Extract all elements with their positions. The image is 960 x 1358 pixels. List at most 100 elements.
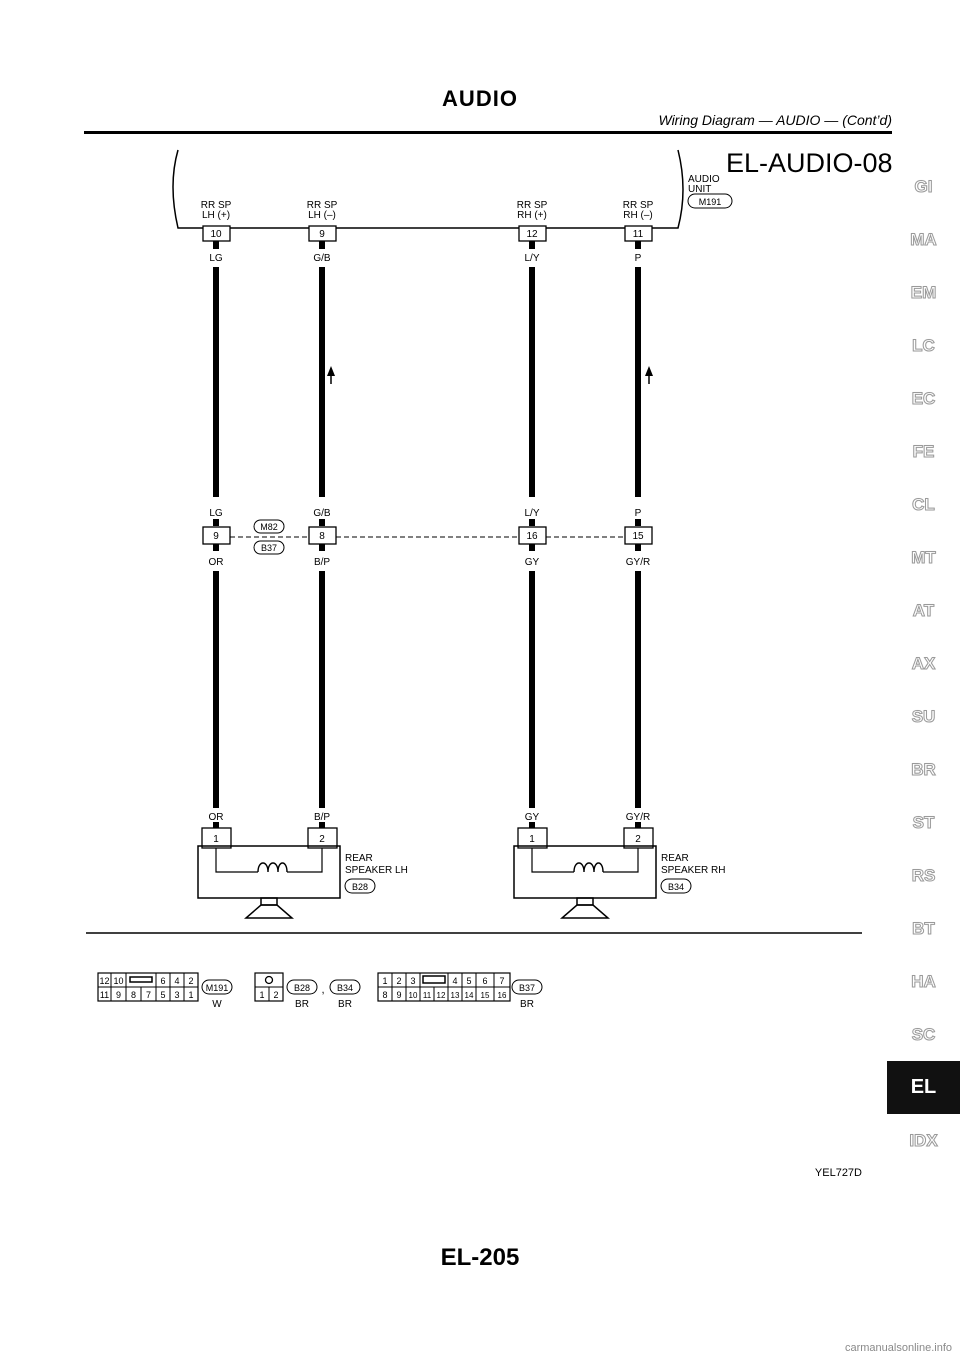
tab-label: CL — [912, 494, 936, 514]
audio-unit-connector: M191 — [699, 197, 722, 207]
terminal-label-rrsp-lh-plus-1: RR SP — [201, 200, 232, 211]
tab-rs[interactable]: RS — [887, 849, 960, 902]
tab-st[interactable]: ST — [887, 796, 960, 849]
tab-ax[interactable]: AX — [887, 637, 960, 690]
rear-speaker-lh: OR B/P 1 2 REAR SPEAKER LH B28 — [197, 812, 408, 919]
cv-b37-color: BR — [520, 999, 534, 1010]
connector-latch-icon — [129, 976, 153, 983]
cv-b37-pin: 7 — [499, 976, 504, 986]
pin-top-12: 12 — [526, 229, 538, 240]
wire-lg — [213, 267, 219, 497]
tab-ec[interactable]: EC — [887, 372, 960, 425]
junction-pin-9: 9 — [213, 531, 219, 542]
speaker-lh-wire-2: B/P — [314, 812, 330, 823]
header-rule — [84, 131, 892, 134]
tab-mt[interactable]: MT — [887, 531, 960, 584]
cv-b37-pin: 14 — [465, 991, 474, 1000]
speaker-coil-icon — [573, 862, 604, 873]
wire-color-top-ly: L/Y — [524, 253, 539, 264]
wire-ly — [529, 267, 535, 497]
tab-label: RS — [911, 865, 936, 885]
cv-m191-pin: 1 — [188, 990, 193, 1000]
junction-wire-out-1: OR — [209, 557, 224, 568]
speaker-lh-wire-1: OR — [209, 812, 224, 823]
wire-color-top-gb: G/B — [313, 253, 331, 264]
connector-latch-icon — [264, 975, 274, 985]
speaker-rh-label-1: REAR — [661, 853, 689, 864]
speaker-rh-connector: B34 — [668, 882, 684, 892]
cv-b37-pin: 10 — [409, 991, 418, 1000]
tab-fe[interactable]: FE — [887, 425, 960, 478]
wire-color-top-p: P — [635, 253, 642, 264]
tab-at[interactable]: AT — [887, 584, 960, 637]
direction-arrow-icon — [645, 366, 653, 376]
cv-b37-pin: 9 — [396, 990, 401, 1000]
tab-label: EC — [911, 388, 936, 408]
terminal-label-rrsp-lh-minus-2: LH (–) — [308, 210, 336, 221]
tab-em[interactable]: EM — [887, 266, 960, 319]
direction-arrow-icon — [327, 366, 335, 376]
section-tabs: GI MA EM LC EC FE CL MT AT AX SU BR ST R… — [887, 160, 960, 1167]
cv-b37-pin: 11 — [423, 991, 432, 1000]
wire-gy — [529, 571, 535, 808]
cv-b37-pin: 1 — [382, 976, 387, 986]
page-number: EL-205 — [440, 1244, 520, 1271]
tab-el[interactable]: EL — [887, 1061, 960, 1114]
tab-label: BT — [912, 918, 936, 938]
cv-b28-color: BR — [295, 999, 309, 1010]
terminal-label-rrsp-rh-minus-1: RR SP — [623, 200, 654, 211]
cv-m191-pin: 12 — [99, 976, 109, 986]
cv-b28-pin: 1 — [259, 990, 264, 1000]
tab-cl[interactable]: CL — [887, 478, 960, 531]
tab-gi[interactable]: GI — [887, 160, 960, 213]
tab-ma[interactable]: MA — [887, 213, 960, 266]
tab-lc[interactable]: LC — [887, 319, 960, 372]
pin-top-9: 9 — [319, 229, 325, 240]
tab-sc[interactable]: SC — [887, 1008, 960, 1061]
cv-b37-pin: 4 — [452, 976, 457, 986]
terminal-label-rrsp-rh-minus-2: RH (–) — [623, 210, 652, 221]
tab-label: SU — [911, 706, 936, 726]
tab-label: EL — [910, 1076, 937, 1098]
cv-m191-pin: 8 — [131, 990, 136, 1000]
tab-label: BR — [911, 759, 937, 779]
cv-b28-name: B28 — [294, 983, 310, 993]
audio-unit-label-1: AUDIO — [688, 174, 720, 185]
rear-speaker-rh: GY GY/R 1 2 REAR SPEAKER RH B34 — [513, 812, 725, 919]
tab-label: HA — [911, 971, 937, 991]
connector-view-m191: 12 10 6 4 2 11 9 8 7 5 3 1 M191 W — [97, 972, 233, 1010]
junction-wire-in-4: P — [635, 508, 642, 519]
speaker-rh-wire-2: GY/R — [626, 812, 650, 823]
junction-wire-in-3: L/Y — [524, 508, 539, 519]
page-header-title: AUDIO — [442, 86, 518, 111]
junction-pin-15: 15 — [632, 531, 644, 542]
junction-wire-out-2: B/P — [314, 557, 330, 568]
speaker-cone-icon — [243, 904, 295, 919]
figure-code: YEL727D — [815, 1167, 862, 1179]
speaker-lh-pin-1: 1 — [213, 834, 219, 845]
junction-connector-bottom: B37 — [261, 543, 277, 553]
speaker-lh-label-2: SPEAKER LH — [345, 865, 408, 876]
tab-br[interactable]: BR — [887, 743, 960, 796]
tab-idx[interactable]: IDX — [887, 1114, 960, 1167]
tab-bt[interactable]: BT — [887, 902, 960, 955]
cv-b37-pin: 12 — [437, 991, 446, 1000]
watermark: carmanualsonline.info — [844, 1342, 952, 1354]
tab-label: LC — [912, 335, 936, 355]
lower-wires — [213, 571, 641, 808]
cv-b37-pin: 16 — [498, 991, 507, 1000]
tab-label: FE — [912, 441, 935, 461]
wire-bp — [319, 571, 325, 808]
tab-label: SC — [911, 1024, 936, 1044]
tab-ha[interactable]: HA — [887, 955, 960, 1008]
junction-wire-in-2: G/B — [313, 508, 331, 519]
tab-su[interactable]: SU — [887, 690, 960, 743]
tab-label: AX — [911, 653, 936, 673]
tab-label: MT — [911, 547, 937, 567]
upper-wires — [213, 267, 653, 497]
tab-label: GI — [914, 176, 933, 196]
wire-gyr — [635, 571, 641, 808]
pin-top-11: 11 — [633, 229, 644, 240]
tab-label: AT — [912, 600, 935, 620]
